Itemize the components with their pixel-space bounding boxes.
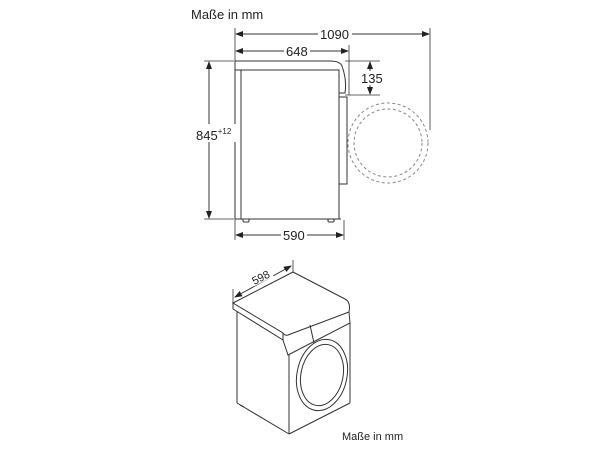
dim-top-depth: 648: [286, 44, 308, 59]
isometric-view: [231, 260, 351, 435]
dim-base-depth: 590: [283, 228, 305, 243]
dim-door-offset: 135: [361, 71, 383, 86]
units-caption: Maße in mm: [342, 431, 404, 443]
units-title: Maße in mm: [191, 7, 264, 22]
dim-height: 845+12: [196, 127, 232, 143]
dim-overall-depth: 1090: [320, 27, 349, 42]
